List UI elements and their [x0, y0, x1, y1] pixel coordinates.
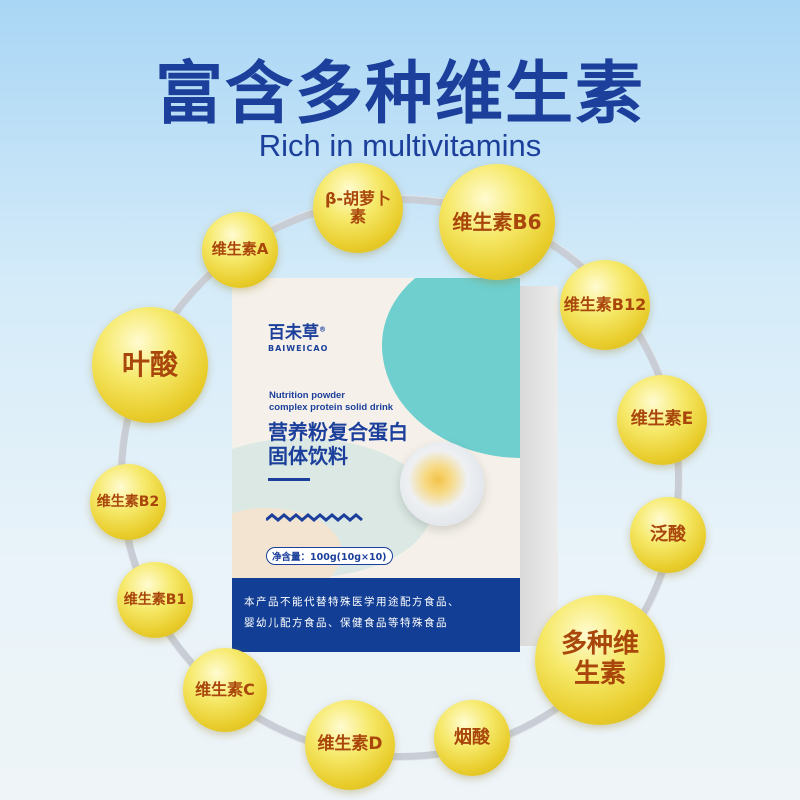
- brand-name-en: BAIWEICAO: [268, 344, 329, 353]
- product-name-en-line1: Nutrition powder: [269, 390, 345, 401]
- notice-band: 本产品不能代替特殊医学用途配方食品、 婴幼儿配方食品、保健食品等特殊食品: [232, 578, 520, 652]
- vitamin-label: 维生素B6: [452, 209, 542, 234]
- product-box-side: [518, 286, 558, 646]
- vitamin-bubble: 多种维生素: [535, 595, 665, 725]
- vitamin-bubble: 维生素A: [202, 212, 278, 288]
- vitamin-bubble: 维生素C: [183, 648, 267, 732]
- product-name-en-line2: complex protein solid drink: [269, 402, 394, 414]
- headline: 富含多种维生素: [154, 55, 645, 134]
- registered-mark: ®: [319, 325, 326, 334]
- vitamin-label: 维生素A: [211, 240, 269, 259]
- vitamin-bubble: 叶酸: [92, 307, 208, 423]
- vitamin-label: 泛酸: [650, 523, 686, 545]
- notice-line1: 本产品不能代替特殊医学用途配方食品、: [244, 596, 460, 608]
- notice-line2: 婴幼儿配方食品、保健食品等特殊食品: [244, 617, 448, 629]
- product-name-cn-line2: 固体饮料: [268, 444, 348, 469]
- vitamin-label: 维生素D: [317, 734, 383, 755]
- vitamin-bubble: 维生素B1: [117, 562, 193, 638]
- product-name-cn: 营养粉复合蛋白 固体饮料: [268, 420, 408, 469]
- brand-logo: 百未草® BAIWEICAO: [268, 318, 328, 353]
- divider-bar: [268, 478, 310, 481]
- brand-name: 百未草: [268, 323, 319, 343]
- vitamin-label: 维生素B2: [96, 493, 160, 510]
- vitamin-label: 维生素B1: [123, 591, 187, 608]
- product-box: 百未草® BAIWEICAO Nutrition powder complex …: [232, 278, 520, 652]
- net-content-badge: 净含量：100g(10g×10): [266, 547, 393, 565]
- vitamin-label: 烟酸: [454, 726, 490, 748]
- wave-line-icon: [266, 513, 363, 522]
- vitamin-bubble: 泛酸: [630, 497, 706, 573]
- vitamin-bubble: 维生素E: [617, 375, 707, 465]
- vitamin-bubble: β-胡萝卜素: [313, 163, 403, 253]
- vitamin-label: 维生素C: [195, 679, 255, 699]
- subheadline: Rich in multivitamins: [258, 128, 542, 163]
- vitamin-bubble: 维生素B12: [560, 260, 650, 350]
- vitamin-bubble: 烟酸: [434, 700, 510, 776]
- vitamin-label: 维生素B12: [563, 294, 647, 314]
- vitamin-bubble: 维生素D: [305, 700, 395, 790]
- oil-droplet-dish-image: [400, 442, 484, 526]
- vitamin-label: 叶酸: [121, 347, 178, 381]
- product-name-en: Nutrition powder complex protein solid d…: [269, 390, 393, 415]
- vitamin-label: 多种维生素: [560, 629, 639, 689]
- vitamin-label: β-胡萝卜素: [324, 188, 392, 226]
- vitamin-label: 维生素E: [630, 409, 694, 430]
- vitamin-bubble: 维生素B6: [439, 164, 555, 280]
- product-name-cn-line1: 营养粉复合蛋白: [268, 420, 408, 444]
- vitamin-bubble: 维生素B2: [90, 464, 166, 540]
